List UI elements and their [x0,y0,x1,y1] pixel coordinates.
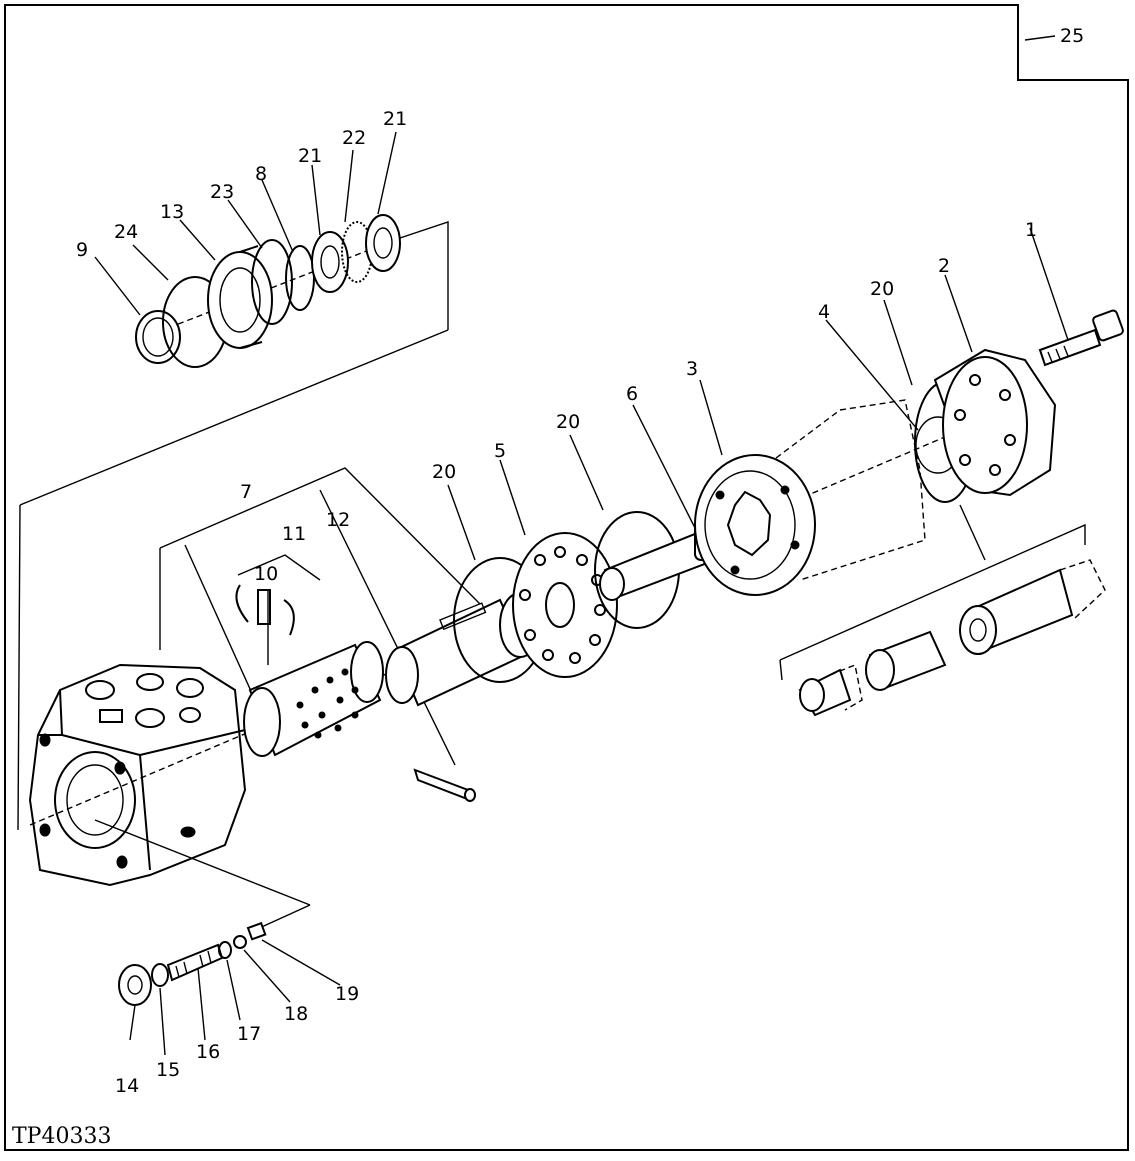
part-5-spacer-plate [512,532,618,678]
part-7-sleeve [243,641,384,757]
callout-8: 8 [255,163,267,185]
callout-16: 16 [196,1041,220,1063]
part-18-ball [233,935,247,949]
callout-17: 17 [237,1023,261,1045]
part-23-o-ring [251,239,293,325]
diagram-frame [4,4,1129,1151]
part-17-ring [218,941,232,959]
part-3-gerotor [694,399,926,596]
callout-20-b: 20 [556,411,580,433]
callout-21-a: 21 [298,145,322,167]
leader-lines [94,35,1069,1056]
callout-13: 13 [160,201,184,223]
part-15-o-ring [151,963,169,987]
callout-15: 15 [156,1059,180,1081]
check-valve-detail [779,504,1106,717]
part-11-centering-springs [235,554,321,636]
housing [28,663,247,887]
part-8-snap-ring [285,245,315,311]
callout-20-c: 20 [870,278,894,300]
part-21-washer-a [311,231,349,293]
figure-id-label: TP40333 [12,1124,111,1149]
callout-12: 12 [326,509,350,531]
callout-19: 19 [335,983,359,1005]
callout-11: 11 [282,523,306,545]
part-21-washer-b [365,214,401,272]
callout-labels: 25 1 2 20 4 3 6 20 5 20 7 11 12 10 9 24 … [76,25,1084,1097]
callout-2: 2 [938,255,950,277]
callout-14: 14 [115,1075,139,1097]
part-16-spring [166,943,224,982]
callout-23: 23 [210,181,234,203]
callout-6: 6 [626,383,638,405]
part-12-pin [413,768,476,802]
callout-10: 10 [254,563,278,585]
callout-24: 24 [114,221,138,243]
callout-21-b: 21 [383,108,407,130]
callout-7: 7 [240,481,252,503]
callout-1: 1 [1025,219,1037,241]
callout-22: 22 [342,127,366,149]
callout-9: 9 [76,239,88,261]
part-13-bearing-cup [207,245,273,349]
part-2-end-cap [933,348,1057,497]
callout-4: 4 [818,301,830,323]
seal-bearing-group [135,214,449,368]
part-19-seat [246,921,267,941]
callout-5: 5 [494,440,506,462]
callout-18: 18 [284,1003,308,1025]
callout-3: 3 [686,358,698,380]
callout-20-a: 20 [432,461,456,483]
part-1-cap-screw [1038,309,1124,367]
callout-25: 25 [1060,25,1084,47]
part-14-plug [118,964,152,1006]
